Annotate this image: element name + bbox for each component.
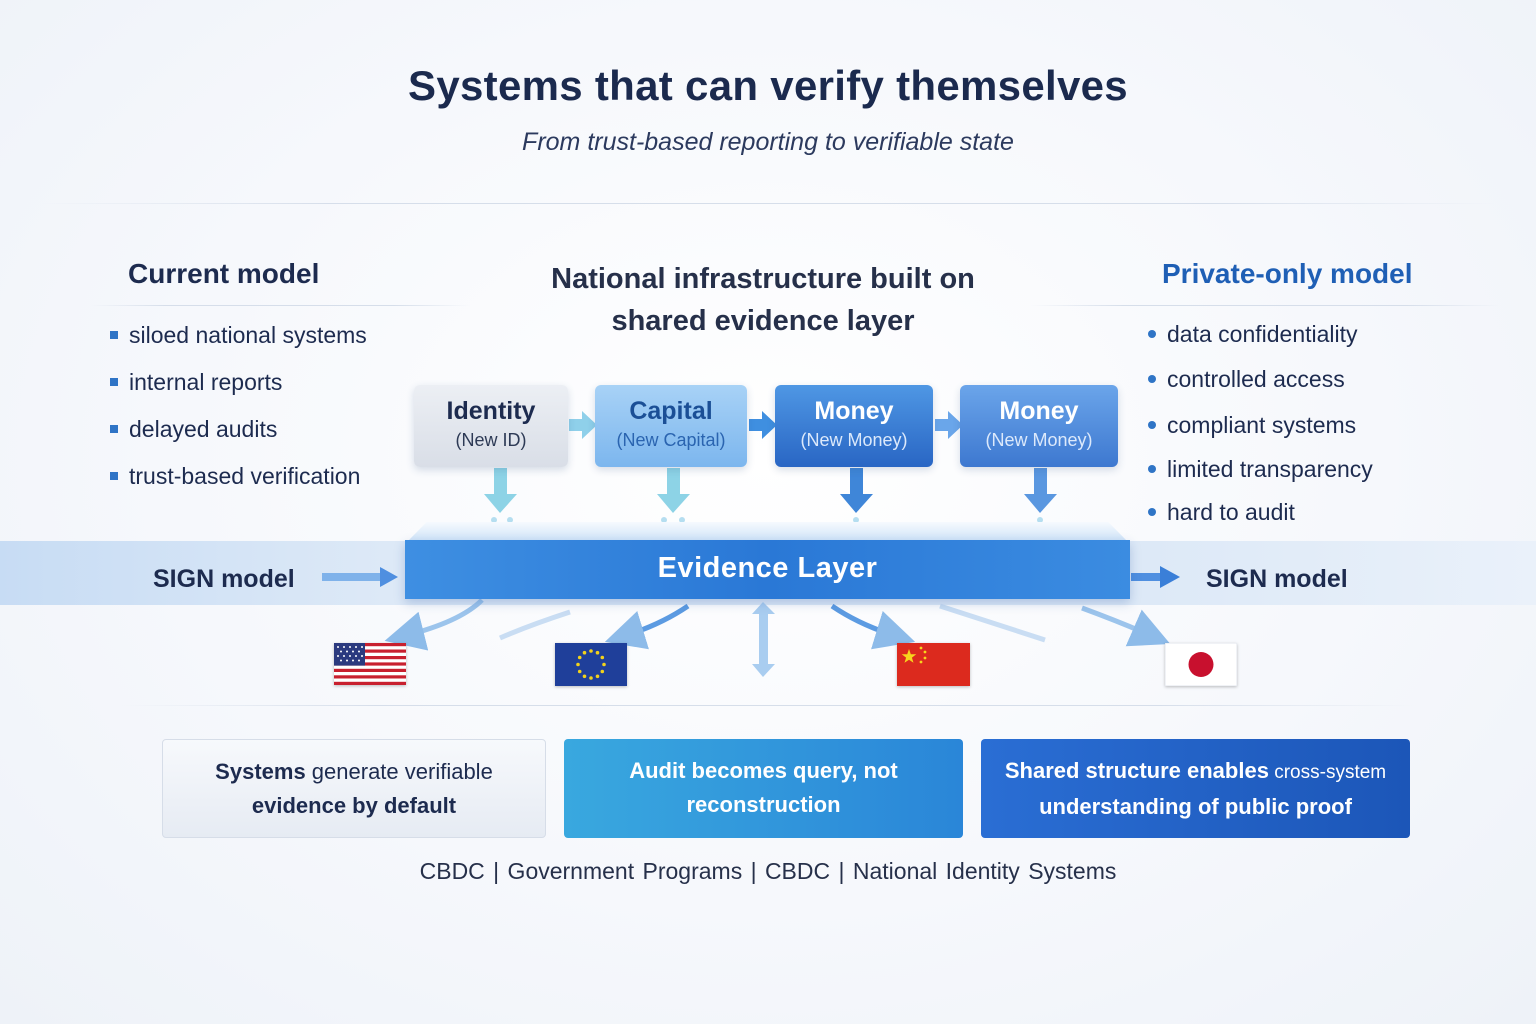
list-item-label: compliant systems (1167, 412, 1357, 438)
left-heading-divider (90, 305, 470, 306)
square-bullet-icon (110, 471, 118, 480)
money-box: Money (New Money) (775, 385, 933, 467)
card-text: Audit becomes query, not (629, 758, 898, 783)
page-title: Systems that can verify themselves (408, 62, 1128, 109)
card-bold-text: Systems (215, 759, 306, 784)
center-heading: National infrastructure built on shared … (500, 258, 1026, 342)
sign-left-arrow-icon (322, 567, 398, 587)
curve-arrow-us-icon (384, 598, 484, 651)
evidence-by-default-card: Systems generate verifiable evidence by … (162, 739, 546, 838)
arrow-capital-to-money-icon (749, 411, 777, 439)
curve-arrow-eu-2-icon (604, 603, 690, 650)
list-item: limited transparency (1148, 456, 1373, 483)
card-text-line2: reconstruction (686, 792, 841, 817)
curve-arrow-right-icon (939, 603, 1046, 643)
down-arrow-money-2-icon (1024, 468, 1057, 513)
square-bullet-icon (110, 424, 118, 433)
curve-arrow-japan-icon (1081, 605, 1171, 647)
round-bullet-icon (1148, 464, 1156, 473)
list-item: siloed national systems (110, 322, 367, 349)
down-arrow-money-icon (840, 468, 873, 513)
round-bullet-icon (1148, 374, 1156, 383)
footer-systems-list: CBDC | Government Programs | CBDC | Nati… (419, 858, 1117, 884)
evidence-layer-top-face (405, 522, 1130, 544)
evidence-layer-bar (405, 540, 1130, 599)
list-item-label: controlled access (1167, 366, 1345, 392)
down-arrow-capital-icon (657, 468, 690, 513)
private-model-heading: Private-only model (1162, 258, 1413, 289)
sign-model-right-label: SIGN model (1206, 565, 1348, 593)
lower-divider (120, 705, 1416, 706)
list-item: delayed audits (110, 416, 277, 443)
list-item-label: trust-based verification (129, 463, 361, 489)
china-flag-icon (897, 643, 970, 686)
round-bullet-icon (1148, 420, 1156, 429)
card-text: generate verifiable (305, 759, 493, 784)
arrow-money-to-money-icon (935, 411, 963, 439)
list-item-label: delayed audits (129, 416, 278, 442)
box-subtitle: (New Capital) (616, 430, 726, 450)
audit-query-card: Audit becomes query, not reconstruction (564, 739, 963, 838)
box-title: Identity (446, 397, 536, 425)
card-small-text: cross-system (1268, 762, 1387, 783)
sign-right-arrow-icon (1131, 566, 1180, 588)
money-box-2: Money (New Money) (960, 385, 1118, 467)
box-subtitle: (New Money) (985, 430, 1093, 450)
sign-model-left-label: SIGN model (153, 565, 295, 593)
evidence-layer-label: Evidence Layer (657, 552, 878, 584)
list-item: compliant systems (1148, 412, 1356, 439)
box-subtitle: (New ID) (455, 430, 527, 450)
list-item: internal reports (110, 369, 282, 396)
arrow-identity-to-capital-icon (569, 411, 597, 439)
right-heading-divider (1030, 305, 1500, 306)
eu-flag-icon (555, 643, 627, 686)
box-title: Money (814, 397, 894, 425)
box-title: Money (999, 397, 1079, 425)
center-heading-line1: National infrastructure built on (551, 263, 975, 295)
round-bullet-icon (1148, 329, 1156, 338)
list-item-label: hard to audit (1167, 499, 1295, 525)
list-item-label: internal reports (129, 369, 283, 395)
list-item: hard to audit (1148, 499, 1295, 526)
header-divider (40, 203, 1496, 204)
curve-arrow-eu-icon (499, 609, 571, 641)
box-subtitle: (New Money) (800, 430, 908, 450)
card-text-line2: understanding of public proof (1039, 794, 1352, 819)
list-item: data confidentiality (1148, 321, 1358, 348)
current-model-heading: Current model (128, 258, 320, 289)
curve-arrow-china-icon (830, 603, 916, 650)
capital-box: Capital (New Capital) (595, 385, 747, 467)
shared-structure-card: Shared structure enables cross-system un… (981, 739, 1410, 838)
double-arrow-center-icon (752, 602, 775, 677)
card-text-line2: evidence by default (251, 793, 457, 818)
down-arrow-identity-icon (484, 468, 517, 513)
drip-marks-icon (491, 517, 1043, 523)
box-title: Capital (629, 397, 713, 425)
list-item-label: data confidentiality (1167, 321, 1358, 347)
page-subtitle: From trust-based reporting to verifiable… (522, 128, 1014, 156)
center-heading-line2: shared evidence layer (611, 305, 915, 337)
square-bullet-icon (110, 377, 118, 386)
list-item-label: limited transparency (1167, 456, 1373, 482)
japan-flag-icon (1165, 643, 1237, 686)
list-item: trust-based verification (110, 463, 360, 490)
us-flag-icon (334, 643, 406, 685)
round-bullet-icon (1148, 507, 1156, 516)
list-item-label: siloed national systems (129, 322, 367, 348)
identity-box: Identity (New ID) (414, 385, 568, 467)
card-text: Shared structure enables (1004, 758, 1269, 783)
list-item: controlled access (1148, 366, 1345, 393)
square-bullet-icon (110, 330, 118, 339)
